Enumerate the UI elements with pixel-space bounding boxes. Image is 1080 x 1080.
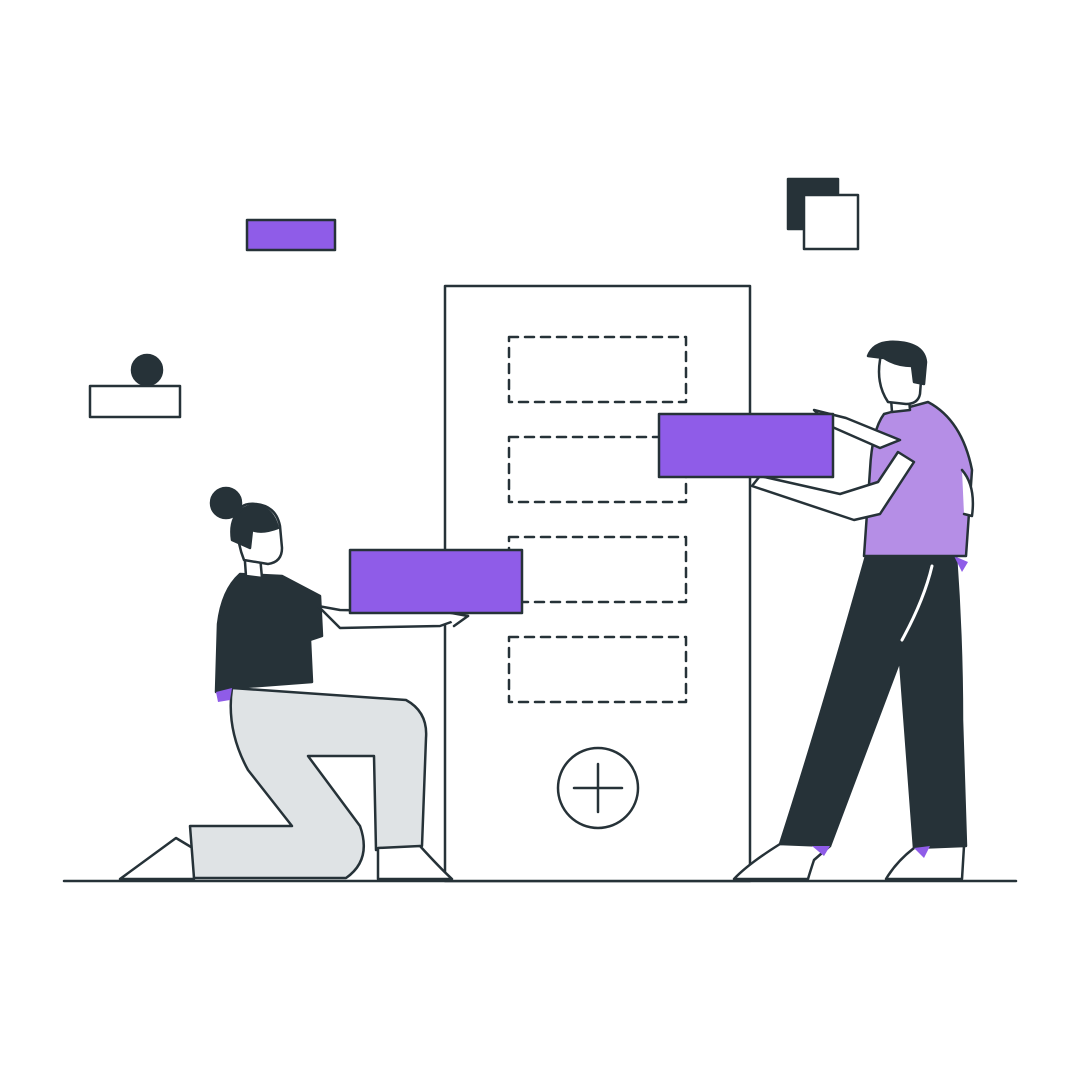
kneeling-woman-figure [118,486,524,881]
floating-purple-bar-icon [245,218,337,252]
held-box-left [348,548,524,615]
ball-on-shelf-icon [88,353,182,419]
empty-slot [507,335,688,404]
held-box-right [657,412,835,479]
empty-slot [507,635,688,704]
plus-circle-icon [556,746,640,830]
stacked-squares-icon [786,177,860,251]
standing-man-figure [657,340,975,881]
